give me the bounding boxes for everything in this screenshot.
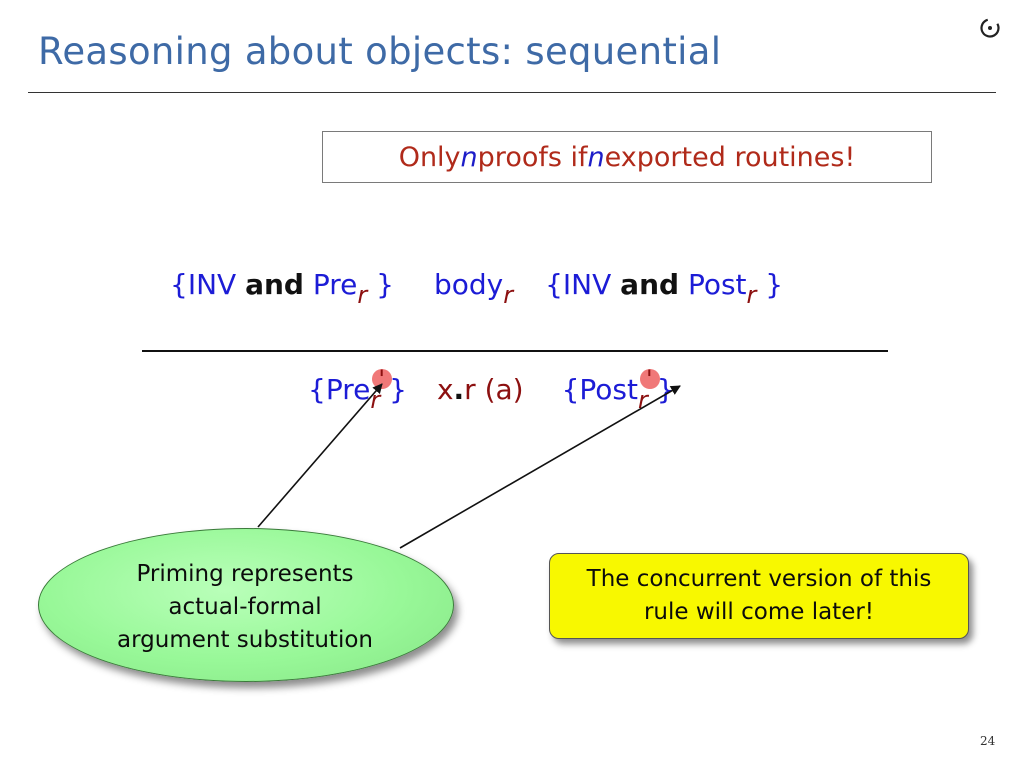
premise-body: body [433, 268, 504, 301]
premise-body-subscript: r [503, 281, 514, 309]
premise-and-2: and [620, 268, 680, 301]
note-text-1: Only [398, 141, 461, 173]
eth-logo-icon [980, 18, 1000, 38]
premise-post: Post [679, 268, 747, 301]
premise-close-1: } [367, 268, 394, 301]
conclusion-pre-primed-subscript: r' [370, 365, 393, 414]
premise-pre: Pre [303, 268, 358, 301]
priming-callout-text: Priming represents actual-formal argumen… [60, 558, 430, 657]
prime-mark-1: ' [378, 365, 385, 393]
conclusion-post: {Post [561, 373, 638, 406]
premise-inv-open: {INV [170, 268, 246, 301]
prime-highlight-2 [639, 369, 660, 389]
note-n-2: n [587, 141, 605, 173]
priming-line-3: argument substitution [117, 627, 373, 653]
call-dot: . [453, 373, 465, 406]
priming-callout-bubble [38, 528, 454, 682]
conclusion-pre: {Pre [308, 373, 371, 406]
note-box: Only n proofs if n exported routines! [322, 131, 932, 183]
concurrent-note-line-2: rule will come later! [643, 599, 875, 625]
concurrent-note-line-1: The concurrent version of this [586, 566, 932, 592]
inference-rule-line [142, 350, 888, 352]
page-number: 24 [980, 734, 996, 748]
priming-line-2: actual-formal [168, 594, 322, 620]
formula-premise: {INV and Prer }bodyr{INV and Postr } [170, 268, 784, 309]
priming-line-1: Priming represents [136, 561, 354, 587]
premise-and-1: and [245, 268, 304, 301]
title-divider [28, 92, 996, 93]
premise-close-2: } [756, 268, 784, 301]
conclusion-post-primed-subscript: r' [638, 365, 660, 414]
premise-post-subscript: r [746, 281, 757, 309]
slide-title: Reasoning about objects: sequential [38, 30, 722, 73]
call-target: x [436, 373, 454, 406]
premise-pre-subscript: r [357, 281, 368, 309]
concurrent-version-note: The concurrent version of this rule will… [549, 553, 969, 639]
premise-inv-open-2: {INV [545, 268, 621, 301]
call-feature: r (a) [464, 373, 524, 406]
prime-mark-2: ' [645, 365, 653, 393]
note-n-1: n [460, 141, 478, 173]
note-text-3: exported routines! [604, 141, 856, 173]
note-text-2: proofs if [477, 141, 588, 173]
